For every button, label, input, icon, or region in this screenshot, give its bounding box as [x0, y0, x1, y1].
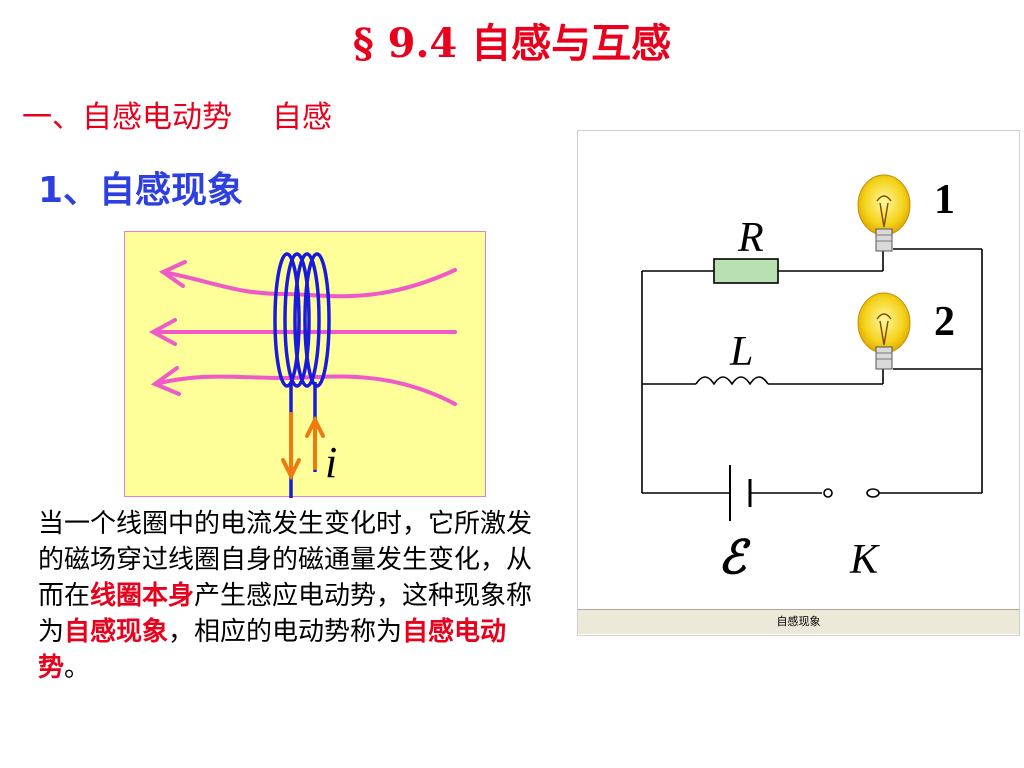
section-heading: 一、自感电动势 自感 [22, 98, 332, 138]
switch-terminal-right[interactable] [866, 488, 880, 498]
inductor-label: L [729, 329, 753, 375]
resistor [713, 258, 779, 284]
simulation-window[interactable]: R L ℰ K 1 2 自感现象 [577, 130, 1020, 636]
highlight-self-induction: 自感现象 [64, 617, 169, 647]
arrowhead-top [158, 260, 187, 288]
simulation-caption-bar: 自感现象 [578, 609, 1019, 634]
current-arrows [281, 412, 325, 481]
highlight-self-induced-emf: 自感电动势 [38, 617, 507, 683]
current-label: i [325, 438, 337, 487]
paragraph-text-1: 当一个线圈中的电流发生变化时，它所激发的磁场穿过线圈自身的磁通量发生变化，从而在 [38, 509, 533, 611]
paragraph-text-2: 产生感应电动势，这种现象称为 [38, 581, 533, 647]
resistor-label: R [737, 215, 764, 261]
paragraph-text-4: 。 [64, 653, 91, 683]
switch-label: K [849, 537, 880, 583]
bulb-1-label: 1 [934, 177, 955, 223]
section-suffix: 自感 [272, 100, 332, 135]
page-title: § 9.4 自感与互感 [352, 20, 672, 67]
coil-figure: i [124, 231, 486, 498]
highlight-coil-itself: 线圈本身 [90, 581, 195, 611]
arrowhead-bottom [150, 366, 181, 396]
bulb-1 [857, 174, 911, 252]
explanation-paragraph: 当一个线圈中的电流发生变化时，它所激发的磁场穿过线圈自身的磁通量发生变化，从而在… [38, 506, 538, 686]
paragraph-text-3: ，相应的电动势称为 [168, 617, 403, 647]
subsection-heading: 1、自感现象 [38, 170, 244, 211]
circuit-diagram[interactable]: R L ℰ K 1 2 [578, 131, 1019, 609]
inductor [695, 376, 769, 386]
coil-diagram: i [148, 252, 457, 498]
switch-terminal-left[interactable] [823, 488, 833, 498]
section-label: 一、自感电动势 [22, 100, 232, 135]
field-line-bottom [153, 374, 457, 406]
bulb-2 [857, 292, 911, 370]
emf-label: ℰ [718, 532, 751, 583]
circuit-wires [641, 248, 983, 494]
bulb-2-label: 2 [934, 299, 955, 345]
arrowhead-middle [148, 318, 177, 346]
